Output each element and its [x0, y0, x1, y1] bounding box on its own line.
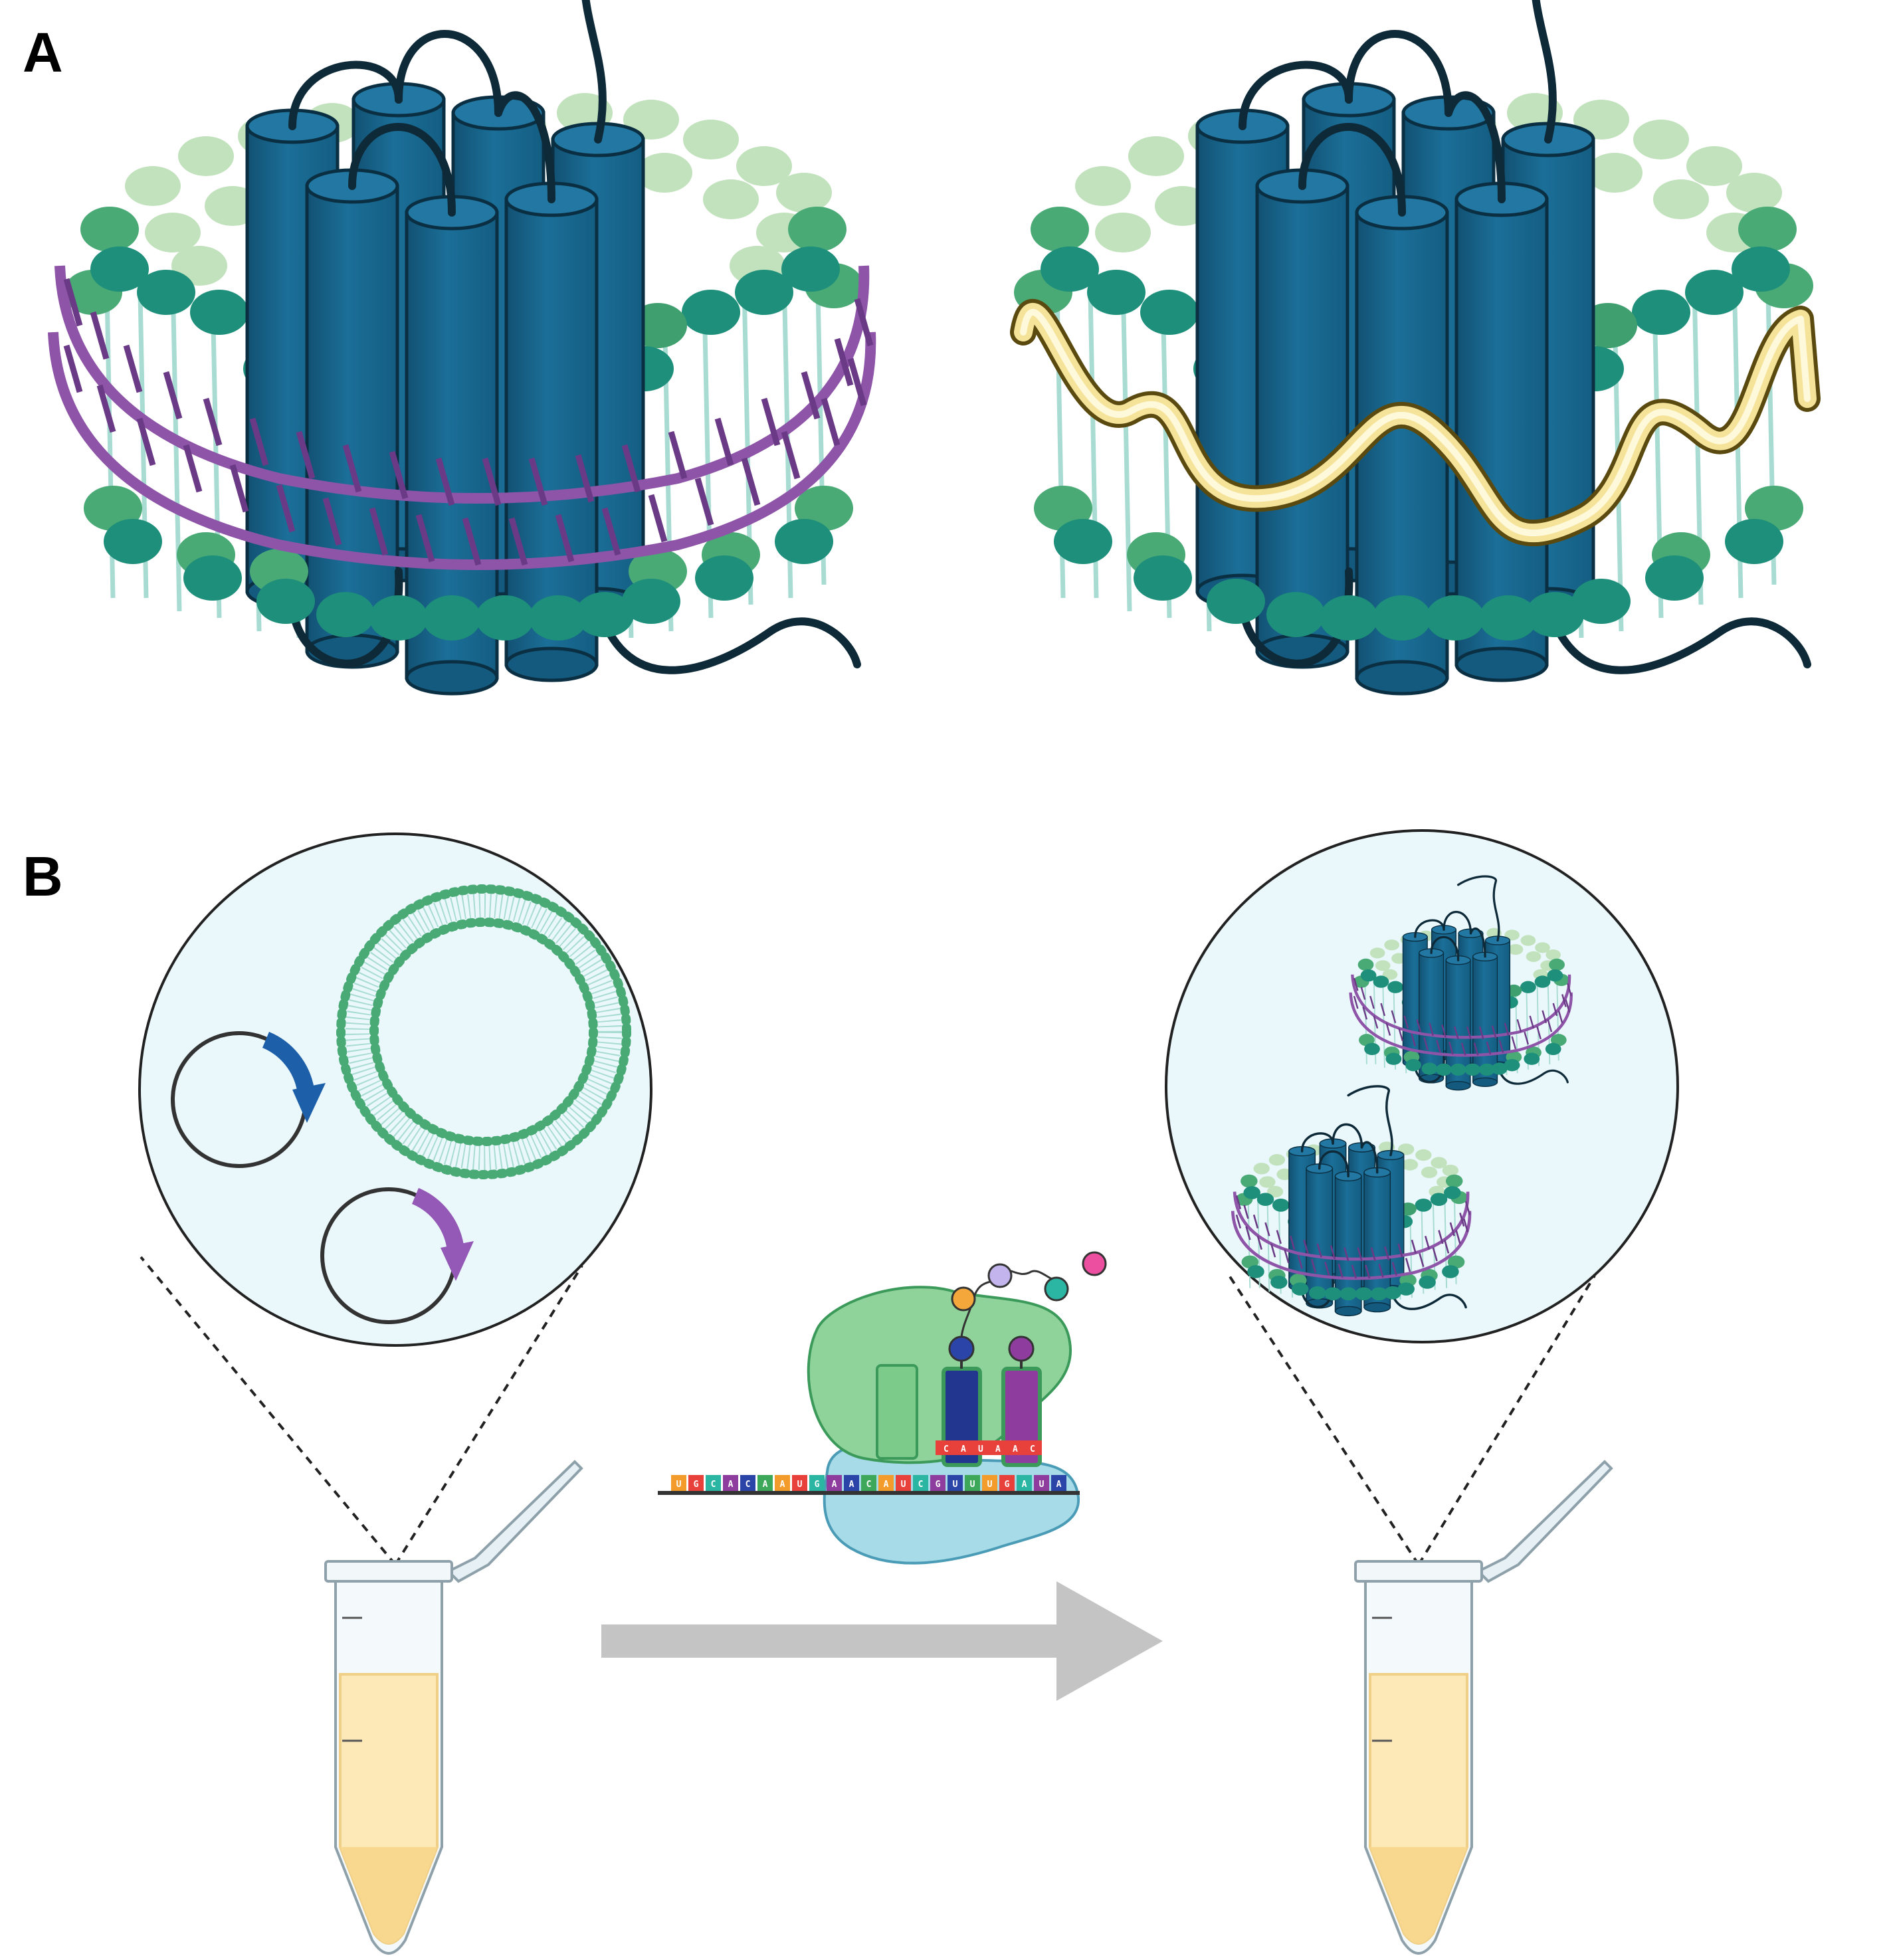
mrna-nucleotide: [671, 1475, 686, 1491]
mrna-nucleotide-label: A: [1022, 1480, 1027, 1490]
trna-anticodon-label: A: [995, 1444, 1001, 1454]
mrna-nucleotide-label: A: [1056, 1480, 1062, 1490]
mrna-nucleotide-label: A: [763, 1480, 768, 1490]
trna-anticodon-label: C: [944, 1444, 949, 1454]
mrna-nucleotide: [757, 1475, 773, 1491]
mrna-nucleotide: [740, 1475, 755, 1491]
mrna-nucleotide-label: A: [884, 1480, 889, 1490]
mrna-nucleotide: [1051, 1475, 1066, 1491]
mrna-nucleotide: [999, 1475, 1015, 1491]
mrna-nucleotide-label: G: [1005, 1480, 1010, 1490]
mrna-nucleotide: [1034, 1475, 1049, 1491]
mrna-nucleotide: [706, 1475, 721, 1491]
nanodisc-polymer-illustration: [1010, 0, 1821, 694]
mrna-nucleotide-label: A: [832, 1480, 837, 1490]
mrna-nucleotide: [688, 1475, 704, 1491]
mrna-nucleotide: [1017, 1475, 1032, 1491]
mrna-nucleotide-label: U: [953, 1480, 958, 1490]
mrna-nucleotide: [965, 1475, 980, 1491]
polymer-belt: [1010, 298, 1821, 547]
microtube-icon: [324, 1460, 583, 1955]
panel-label-a: A: [23, 21, 63, 84]
plasmid-icon: [171, 1031, 326, 1168]
mrna-nucleotide: [809, 1475, 825, 1491]
trna-anticodon-label: C: [1030, 1444, 1035, 1454]
mrna-nucleotide: [878, 1475, 894, 1491]
plasmid-icon: [320, 1187, 474, 1324]
trna-anticodon-label: U: [978, 1444, 983, 1454]
mrna-nucleotide: [827, 1475, 842, 1491]
mrna-nucleotide: [947, 1475, 963, 1491]
mrna-nucleotide-label: A: [728, 1480, 734, 1490]
trna-anticodon-label: A: [1013, 1444, 1018, 1454]
mrna-nucleotide: [775, 1475, 790, 1491]
mrna-nucleotide-label: U: [676, 1480, 682, 1490]
mrna-nucleotide: [896, 1475, 911, 1491]
mrna-nucleotide: [930, 1475, 946, 1491]
mrna-nucleotide: [913, 1475, 928, 1491]
mrna-nucleotide-label: A: [849, 1480, 854, 1490]
mrna-nucleotide-label: U: [987, 1480, 993, 1490]
zoom-circle-products: [1165, 829, 1679, 1566]
mrna-nucleotide: [861, 1475, 876, 1491]
mrna-strand: U G C A C A A U G A A C A U C G U U U G A U A C A U A A C: [671, 1444, 1066, 1491]
mrna-nucleotide-label: C: [918, 1480, 924, 1490]
mrna-nucleotide: [982, 1475, 997, 1491]
mrna-nucleotide: [792, 1475, 807, 1491]
mrna-nucleotide-label: G: [936, 1480, 941, 1490]
mrna-nucleotide: [844, 1475, 859, 1491]
ribosome-icon: U G C A C A A U G A A C A U C G U U U G A U A C A U A A C: [658, 1251, 1107, 1565]
mrna-nucleotide-label: A: [780, 1480, 785, 1490]
mrna-nucleotide-label: C: [866, 1480, 872, 1490]
nanodisc-msp-illustration: [48, 0, 876, 694]
panel-label-b: B: [23, 845, 63, 908]
mrna-nucleotide-label: U: [901, 1480, 906, 1490]
mrna-nucleotide: [723, 1475, 738, 1491]
zoom-circle-reactants: [138, 833, 652, 1566]
mrna-nucleotide-label: U: [1039, 1480, 1045, 1490]
microtube-icon: [1354, 1460, 1613, 1955]
mrna-nucleotide-label: C: [746, 1480, 751, 1490]
mrna-nucleotide-label: U: [797, 1480, 803, 1490]
process-arrow-icon: [601, 1581, 1163, 1701]
mrna-nucleotide-label: G: [815, 1480, 820, 1490]
liposome-icon: [336, 884, 631, 1179]
lipid-bottom-leaflet: [84, 486, 853, 640]
membrane-scaffold-protein: [48, 265, 876, 570]
mrna-nucleotide-label: U: [970, 1480, 975, 1490]
mrna-nucleotide-label: C: [711, 1480, 716, 1490]
mrna-nucleotide-label: G: [694, 1480, 699, 1490]
trna-anticodon-label: A: [961, 1444, 966, 1454]
trna-anticodons: [936, 1440, 1042, 1455]
